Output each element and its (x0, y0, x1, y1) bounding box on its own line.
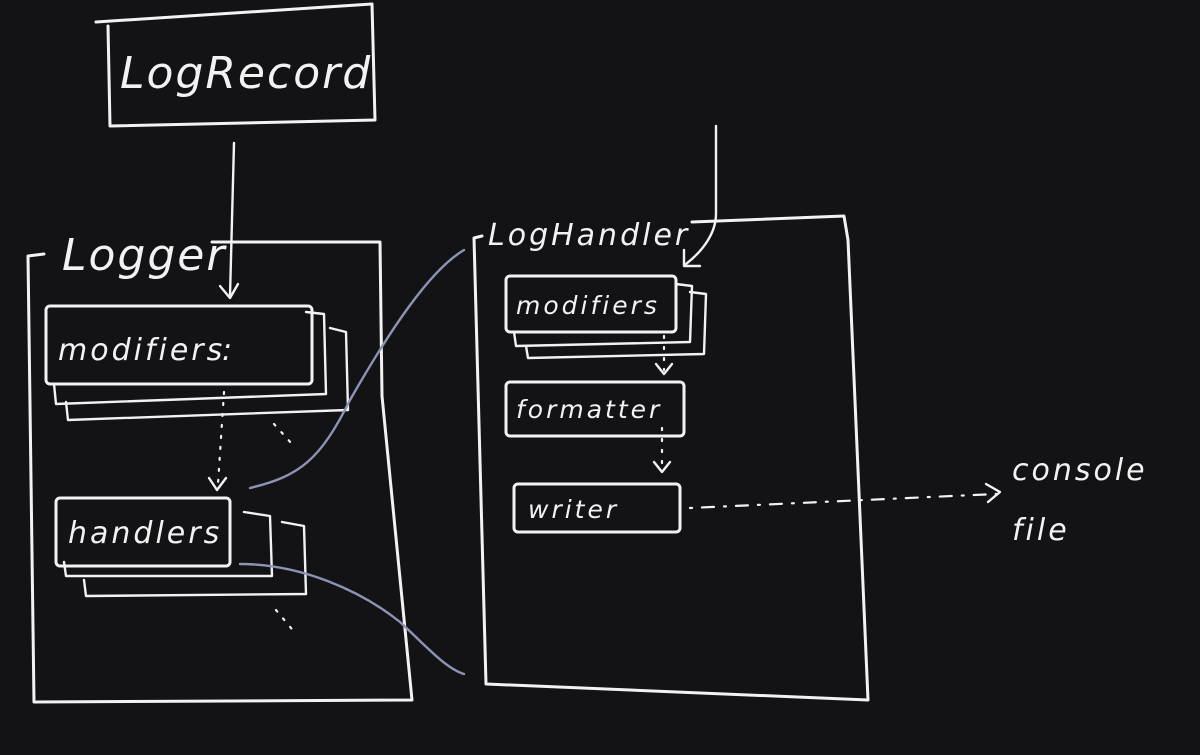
modifiers-to-formatter-arrow (654, 334, 674, 376)
logger-modifiers-box (44, 304, 314, 386)
formatter-to-writer-arrow (652, 426, 672, 474)
writer-to-output-arrow (688, 482, 1002, 510)
handler-modifiers-stack: modifiers (504, 274, 708, 360)
formatter-node: formatter (504, 380, 686, 438)
modifiers-to-handlers-arrow (207, 390, 228, 492)
incoming-handler-arrow (682, 124, 718, 268)
handler-modifiers-box (504, 274, 678, 334)
output-console-label: console (1012, 453, 1148, 488)
record-to-logger-arrow (218, 141, 240, 300)
output-file-label: file (1012, 513, 1070, 548)
handler-detail-links (238, 248, 466, 676)
logger-handlers-box (54, 496, 232, 568)
writer-node: writer (512, 482, 682, 534)
ellipsis-marker: : (222, 333, 235, 368)
writer-label: writer (528, 495, 619, 524)
output-targets: console file (1012, 453, 1148, 548)
formatter-box (504, 380, 686, 438)
logger-handlers-stack: handlers (54, 496, 308, 636)
log-record-node: LogRecord (94, 2, 377, 128)
log-record-label: LogRecord (120, 48, 372, 99)
formatter-label: formatter (516, 395, 662, 424)
logger-modifiers-label: modifiers (58, 333, 225, 368)
writer-box (512, 482, 682, 534)
log-handler-label: LogHandler (488, 218, 690, 253)
logger-label: Logger (62, 230, 227, 281)
logger-handlers-label: handlers (68, 516, 222, 551)
log-handler-node: LogHandler modifiers formatter (472, 124, 870, 702)
handler-modifiers-label: modifiers (516, 291, 660, 320)
logger-modifiers-stack: modifiers : (44, 304, 350, 446)
logger-node: Logger modifiers : handlers (26, 230, 414, 704)
